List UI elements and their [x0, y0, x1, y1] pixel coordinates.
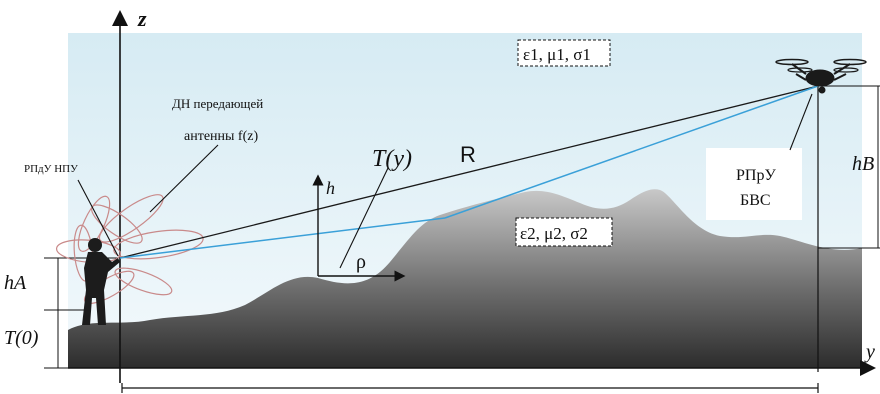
terrain-profile-shape	[68, 189, 862, 368]
hA-label: hA	[4, 272, 27, 294]
receiver-label-line1: РПрУ	[736, 167, 776, 184]
transmitter-pointer	[77, 179, 119, 257]
antenna-pattern-label-line1: ДН передающей	[172, 96, 263, 111]
terrain-pointer	[339, 167, 389, 269]
reflected-ray-incident	[119, 217, 446, 259]
antenna-pattern-pointer	[149, 144, 219, 213]
terrain-profile-label: T(y)	[372, 146, 412, 172]
medium-upper-label: ε1, μ1, σ1	[523, 45, 591, 64]
direct-ray	[119, 85, 819, 259]
distance-label: R	[460, 142, 476, 167]
antenna-pattern-label-line2: антенны f(z)	[184, 129, 258, 144]
receiver-pointer	[789, 93, 813, 151]
y-axis-label: y	[864, 341, 875, 363]
receiver-label-box	[706, 148, 802, 220]
reflected-ray-outgoing	[444, 85, 819, 219]
drone-icon	[775, 58, 867, 94]
medium-upper-box	[517, 39, 611, 67]
local-h-label: h	[326, 178, 335, 198]
transmitter-label: РПдУ НПУ	[24, 163, 78, 175]
T0-label: T(0)	[4, 327, 39, 349]
z-axis-label: z	[137, 6, 147, 31]
medium-lower-label: ε2, μ2, σ2	[520, 224, 588, 243]
medium-lower-box	[515, 217, 613, 247]
hB-label: hB	[852, 153, 874, 175]
receiver-label-line2: БВС	[740, 192, 771, 209]
operator-silhouette	[82, 238, 120, 325]
local-rho-label: ρ	[356, 251, 366, 273]
